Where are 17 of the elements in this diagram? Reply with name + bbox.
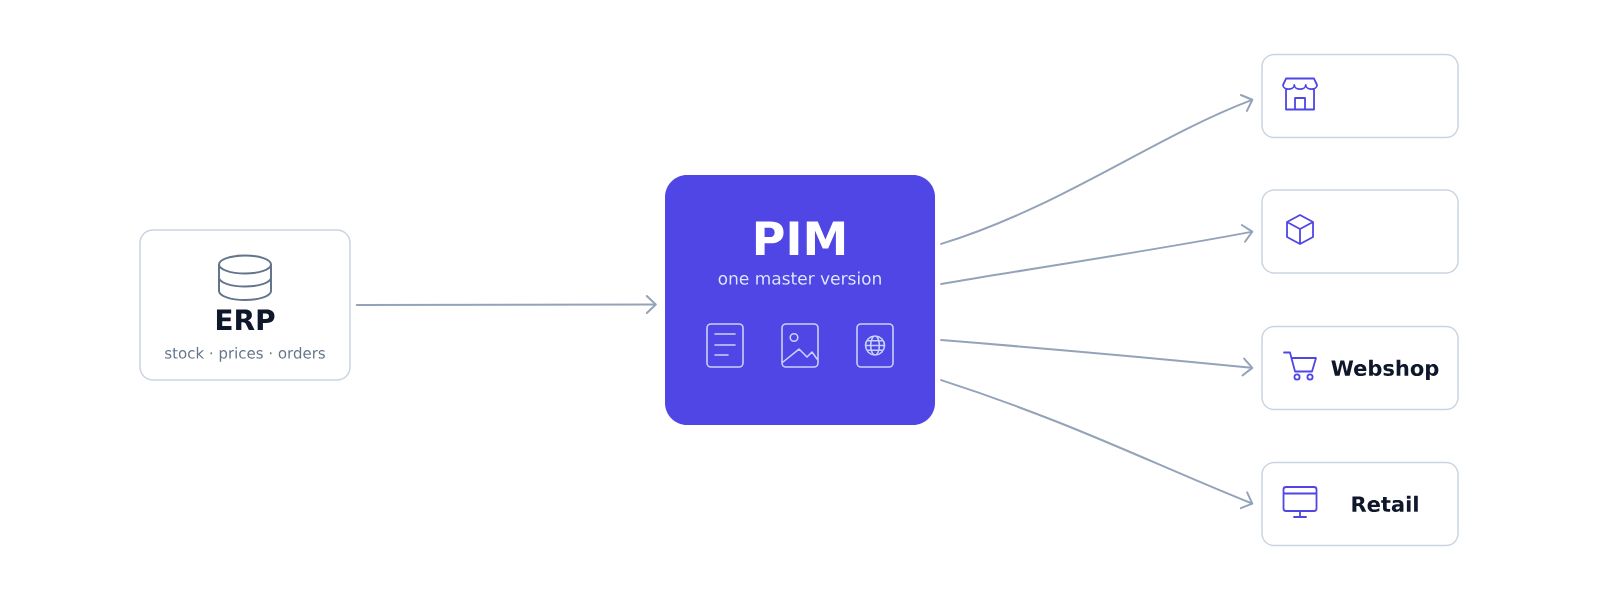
channel-box xyxy=(1261,53,1459,139)
box-subtitle: one master version xyxy=(718,271,881,285)
box-title: ERP xyxy=(216,309,275,330)
box-subtitle: stock · prices · orders xyxy=(165,347,325,362)
arrow xyxy=(940,94,1254,245)
channel-box xyxy=(1261,189,1459,274)
channel-label: Webshop xyxy=(1331,359,1439,381)
channel-box xyxy=(1261,325,1459,411)
arrow xyxy=(355,295,657,315)
channel-label: Retail xyxy=(1352,495,1418,512)
hub-box xyxy=(665,175,935,425)
arrow xyxy=(940,379,1254,510)
source-box xyxy=(139,229,351,381)
channel-box xyxy=(1261,461,1459,547)
arrow xyxy=(940,339,1254,377)
arrow xyxy=(940,224,1254,285)
box-title: PIM xyxy=(755,221,845,255)
